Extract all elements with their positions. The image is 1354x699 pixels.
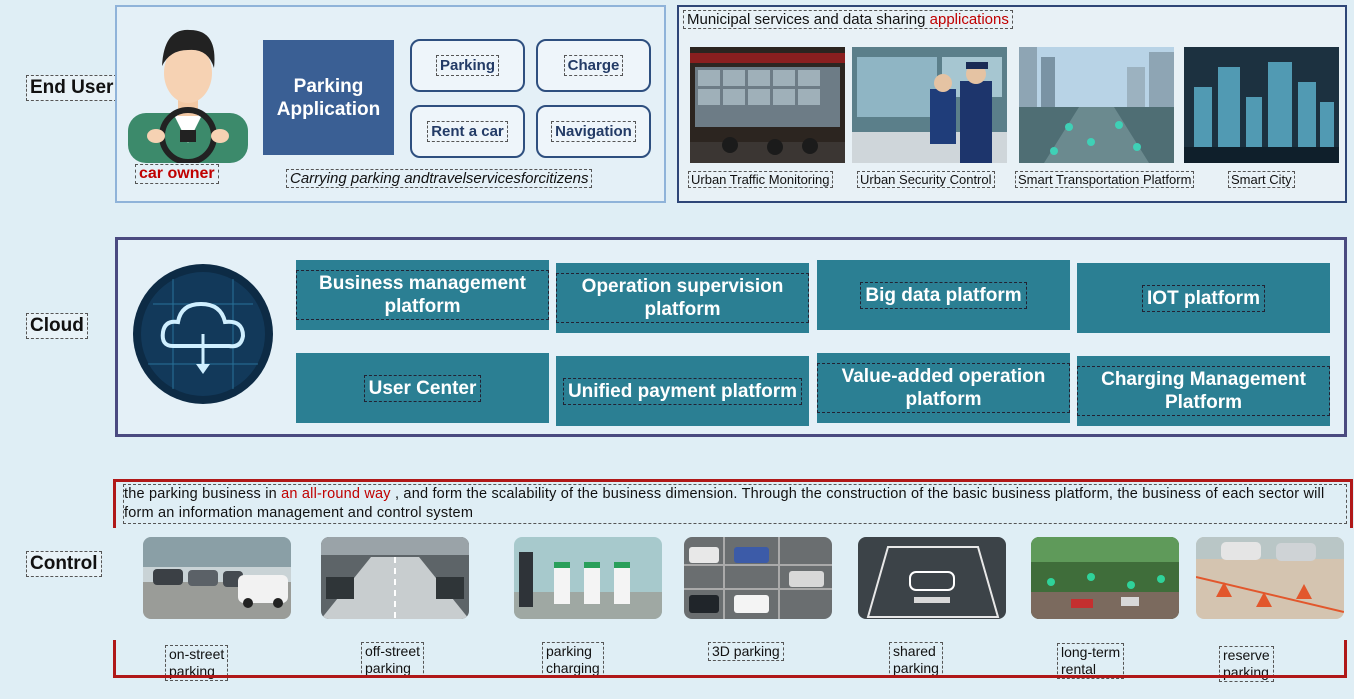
platform-label: Unified payment platform: [562, 377, 803, 405]
service-button-navigation[interactable]: Navigation: [536, 105, 651, 158]
platform-label: Operation supervision platform: [556, 273, 809, 323]
smart-city-image: [1184, 47, 1339, 163]
service-button-charge[interactable]: Charge: [536, 39, 651, 92]
reserve-parking-image: [1196, 537, 1344, 619]
municipal-title-highlight: applications: [929, 11, 1009, 28]
control-top-bracket: [113, 479, 1353, 528]
platform-tile[interactable]: Charging Management Platform: [1077, 356, 1330, 426]
municipal-title-text: Municipal services and data sharing: [687, 11, 930, 28]
platform-label: User Center: [363, 374, 482, 402]
parking-application-title: Parking Application: [276, 75, 381, 120]
platform-tile[interactable]: Big data platform: [817, 260, 1070, 330]
platform-label: Business management platform: [296, 270, 549, 320]
scenario-caption: 3D parking: [708, 642, 784, 661]
service-label: Navigation: [551, 121, 636, 142]
long-term-rental-image: [1031, 537, 1179, 619]
control-description: the parking business in an all-round way…: [123, 484, 1347, 524]
service-label: Charge: [563, 55, 624, 76]
municipal-caption: Smart City: [1228, 171, 1295, 188]
platform-label: IOT platform: [1142, 284, 1265, 312]
municipal-title: Municipal services and data sharing appl…: [683, 10, 1013, 29]
3d-parking-image: [684, 537, 832, 619]
platform-label: Charging Management Platform: [1077, 366, 1330, 416]
municipal-caption: Urban Traffic Monitoring: [688, 171, 833, 188]
traffic-monitoring-image: [690, 47, 845, 163]
platform-tile[interactable]: Operation supervision platform: [556, 263, 809, 333]
smart-transportation-image: [1019, 47, 1174, 163]
platform-label: Value-added operation platform: [817, 363, 1070, 413]
off-street-parking-image: [321, 537, 469, 619]
platform-tile[interactable]: Unified payment platform: [556, 356, 809, 426]
layer-label-end-user: End User: [26, 75, 118, 101]
parking-application-box[interactable]: Parking Application: [263, 40, 394, 155]
platform-tile[interactable]: IOT platform: [1077, 263, 1330, 333]
scenario-caption: parking charging: [542, 642, 604, 678]
driver-icon: [128, 29, 248, 163]
scenario-caption: long-term rental: [1057, 643, 1125, 679]
control-bottom-bracket: [113, 640, 1347, 678]
control-text-highlight: an all-round way: [281, 486, 391, 502]
layer-label-control: Control: [26, 551, 102, 577]
service-button-parking[interactable]: Parking: [410, 39, 525, 92]
parking-charging-image: [514, 537, 662, 619]
shared-parking-image: [858, 537, 1006, 619]
service-button-rent-a-car[interactable]: Rent a car: [410, 105, 525, 158]
end-user-tagline: Carrying parking andtravelservicesforcit…: [286, 169, 593, 188]
service-label: Rent a car: [427, 121, 508, 142]
layer-label-cloud: Cloud: [26, 313, 88, 339]
car-owner-label: car owner: [135, 164, 219, 184]
municipal-caption: Smart Transportation Platform: [1015, 171, 1195, 188]
cloud-icon: [133, 264, 273, 404]
platform-tile[interactable]: User Center: [296, 353, 549, 423]
on-street-parking-image: [143, 537, 291, 619]
security-control-image: [852, 47, 1007, 163]
platform-label: Big data platform: [860, 281, 1027, 309]
service-label: Parking: [435, 55, 500, 76]
control-text: , and form the scalability of the busine…: [124, 486, 1325, 521]
platform-tile[interactable]: Value-added operation platform: [817, 353, 1070, 423]
platform-tile[interactable]: Business management platform: [296, 260, 549, 330]
control-text: the parking business in: [124, 486, 282, 502]
municipal-caption: Urban Security Control: [857, 171, 995, 188]
scenario-caption: off-street parking: [361, 642, 424, 678]
